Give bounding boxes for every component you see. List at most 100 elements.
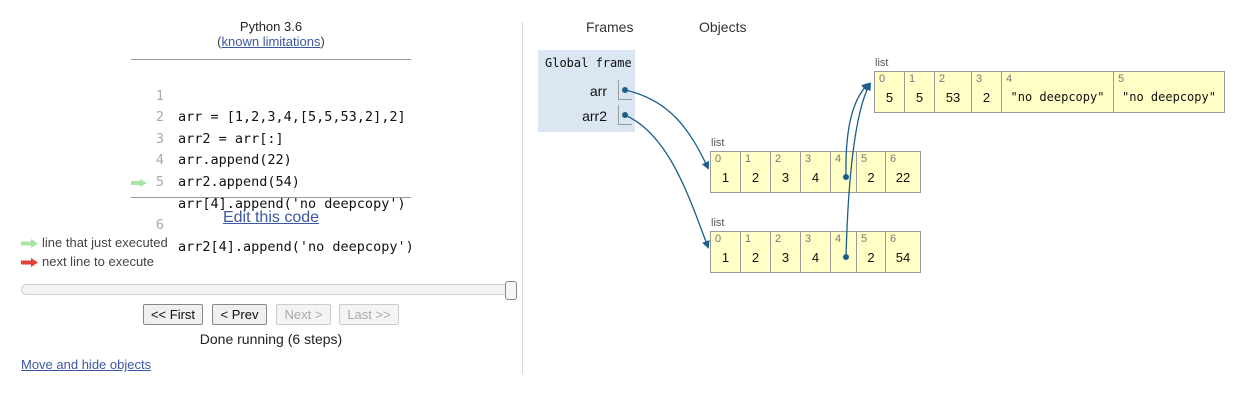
code-line-2: 2 arr2 = arr[:] [131,86,411,147]
step-slider-handle[interactable] [505,281,517,300]
cell-index: 6 [890,233,897,245]
cell-value: 2 [982,90,991,105]
cell-value: "no deepcopy" [1010,90,1105,104]
cell-index: 2 [939,73,946,85]
arr-reference-arrow [624,89,710,170]
edit-code-container: Edit this code [130,209,412,227]
list-cell: 5 "no deepcopy" [1114,72,1225,112]
line-number: 4 [155,152,164,169]
cell-index: 3 [976,73,983,85]
cell-index: 4 [835,153,842,165]
cell-index: 2 [775,153,782,165]
first-button[interactable]: << First [143,304,203,325]
frames-header: Frames [586,19,634,35]
cell-index: 4 [1006,73,1013,85]
cell-index: 0 [879,73,886,85]
red-arrow-icon [21,258,38,268]
code-panel: Python 3.6 (known limitations) 1 arr = [… [0,0,522,402]
cell-index: 0 [715,153,722,165]
code-text: arr2[4].append('no deepcopy') [178,238,414,255]
cell-index: 6 [890,153,897,165]
code-text: arr.append(22) [178,152,292,169]
cell-index: 5 [861,153,868,165]
cell-value: 2 [751,250,760,265]
cell-value: 5 [915,90,924,105]
code-text: arr2.append(54) [178,173,300,190]
cell-index: 0 [715,233,722,245]
cell-value: "no deepcopy" [1122,90,1216,104]
cell-value: 3 [781,170,790,185]
cell-index: 1 [745,233,752,245]
global-frame: Global frame arr arr2 [538,50,635,132]
list-cell-pointer: 4 [831,152,857,192]
objects-header: Objects [699,19,747,35]
cell-index: 4 [835,233,842,245]
move-hide-objects-link[interactable]: Move and hide objects [21,357,152,372]
cell-value: 4 [811,170,820,185]
cell-index: 2 [775,233,782,245]
arr2-inner-pointer-dot [843,254,849,260]
pane-divider [522,22,523,374]
code-text: arr2 = arr[:] [178,130,284,147]
code-text: arr = [1,2,3,4,[5,5,53,2],2] [178,109,406,126]
legend-next: next line to execute [21,254,154,269]
move-hide-container: Move and hide objects [21,357,151,372]
legend-executed: line that just executed [21,235,168,250]
arr-list-label: list [711,137,725,149]
cell-value: 22 [895,170,911,185]
known-limitations-link[interactable]: known limitations [221,34,321,49]
cell-value: 5 [885,90,894,105]
cell-index: 5 [861,233,868,245]
legend-executed-label: line that just executed [42,235,168,250]
code-line-6: 6 arr2[4].append('no deepcopy') [131,172,414,255]
code-text: arr[4].append('no deepcopy') [178,195,406,212]
cell-index: 1 [909,73,916,85]
language-label: Python 3.6 [239,19,303,34]
line-number: 5 [155,173,164,190]
cell-value: 53 [945,90,961,105]
paren-open: ( [217,34,222,49]
paren-close: ) [320,34,325,49]
cell-value: 1 [721,250,730,265]
arr2-list-label: list [711,217,725,229]
global-frame-title: Global frame [545,56,632,70]
cell-index: 1 [745,153,752,165]
cell-index: 3 [805,233,812,245]
step-slider-track[interactable] [21,284,515,295]
line-number: 2 [155,109,164,126]
executed-line-arrow-icon [131,178,147,187]
legend-next-label: next line to execute [42,254,155,269]
code-line-1: 1 arr = [1,2,3,4,[5,5,53,2],2] [131,64,411,126]
prev-button[interactable]: < Prev [212,304,267,325]
edit-code-link[interactable]: Edit this code [222,209,320,226]
cell-index: 5 [1118,73,1125,85]
cell-value: 3 [781,250,790,265]
cell-value: 2 [867,250,875,265]
line-number: 1 [155,87,164,104]
last-button[interactable]: Last >> [339,304,399,325]
limitations-line: (known limitations) [130,34,412,49]
cell-value: 1 [721,170,730,185]
arr-inner-pointer-dot [843,174,849,180]
arr2-reference-arrow [624,114,710,249]
arr-pointer-dot [622,87,628,93]
next-button[interactable]: Next > [276,304,331,325]
cell-value: 4 [811,250,820,265]
code-line-4: 4 arr2.append(54) [131,129,411,190]
